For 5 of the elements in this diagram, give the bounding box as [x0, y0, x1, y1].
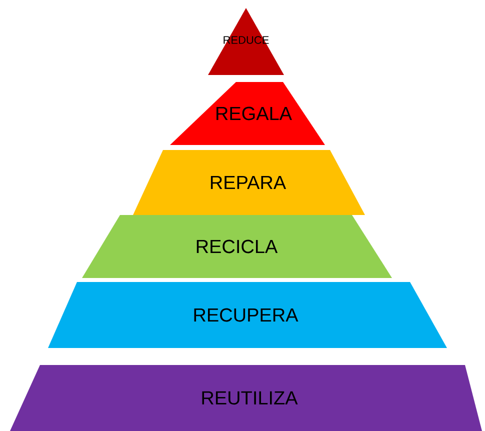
- pyramid-level: RECUPERA: [48, 282, 447, 348]
- pyramid-level: REGALA: [170, 82, 325, 145]
- pyramid-level: REPARA: [133, 150, 365, 215]
- pyramid-level: RECICLA: [82, 215, 392, 278]
- pyramid-level: REUTILIZA: [10, 364, 482, 431]
